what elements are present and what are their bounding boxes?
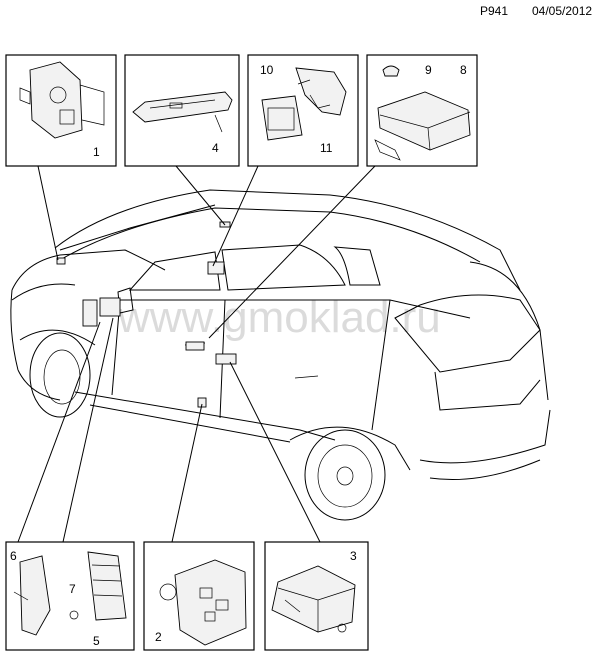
panel-part-8-9: 9 8 [366, 54, 478, 167]
vehicle-outline [10, 189, 551, 521]
callout-5: 5 [93, 634, 100, 648]
callout-1: 1 [93, 145, 100, 159]
diagram-date: 04/05/2012 [532, 4, 593, 18]
callout-4: 4 [212, 141, 219, 155]
watermark-text: www.gmoklad.ru [117, 293, 441, 342]
panel-part-10-11: 10 11 [247, 54, 359, 167]
callout-6: 6 [10, 549, 17, 563]
callout-3: 3 [350, 549, 357, 563]
callout-10: 10 [260, 63, 274, 77]
panel-part-3: 3 [264, 541, 369, 651]
panel-part-4: 4 [124, 54, 240, 167]
panel-part-5-6-7: 6 7 5 [5, 541, 135, 651]
callout-7: 7 [69, 582, 76, 596]
panel-part-2: 2 [143, 541, 255, 651]
panel-part-1: 1 [5, 54, 117, 167]
callout-8: 8 [460, 63, 467, 77]
leader-lines [17, 165, 376, 543]
callout-11: 11 [320, 141, 333, 155]
callout-9: 9 [425, 63, 432, 77]
callout-2: 2 [155, 630, 162, 644]
diagram-code: P941 [480, 4, 509, 18]
